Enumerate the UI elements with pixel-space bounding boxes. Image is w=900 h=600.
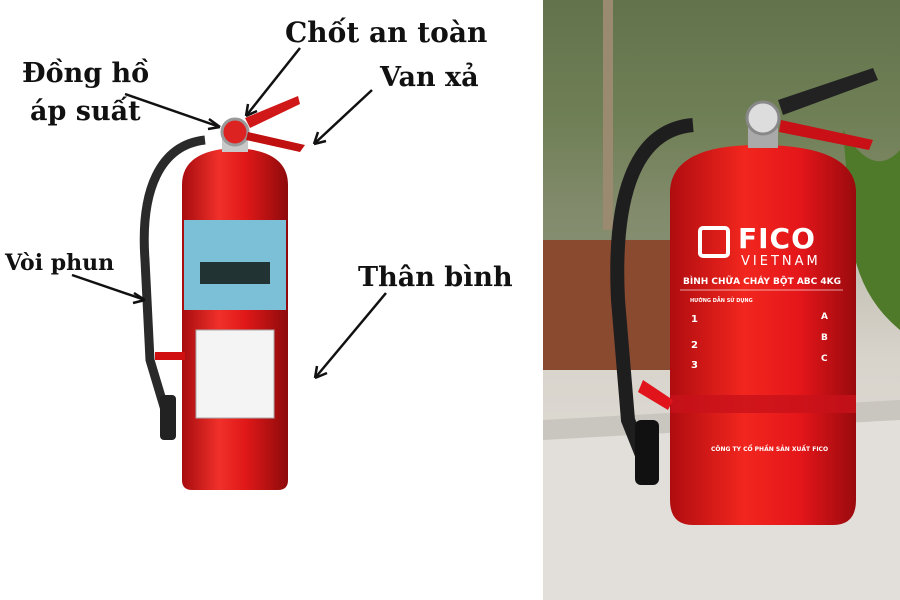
label-hose: Vòi phun xyxy=(5,250,115,276)
step-3: 3 xyxy=(691,360,698,371)
extinguisher-illustration xyxy=(71,47,387,490)
pressure-gauge xyxy=(745,100,781,136)
hose xyxy=(610,118,694,473)
labeled-extinguisher-diagram: Chốt an toàn Đồng hồ áp suất Van xả Vòi … xyxy=(5,16,513,490)
white-label xyxy=(195,329,275,419)
fire-class-b: B xyxy=(821,333,828,343)
usage-title: HƯỚNG DẪN SỬ DỤNG xyxy=(690,298,753,304)
handle xyxy=(245,96,300,128)
company-name: CÔNG TY CỔ PHẦN SẢN XUẤT FICO xyxy=(711,446,829,453)
brand-name: FICO xyxy=(738,222,816,255)
discharge-lever xyxy=(246,132,305,152)
step-1: 1 xyxy=(691,314,698,325)
cylinder-body xyxy=(182,148,288,490)
label-pressure-gauge-1: Đồng hồ xyxy=(22,58,150,89)
annotation-arrows xyxy=(71,47,387,380)
product-name: BÌNH CHỮA CHÁY BỘT ABC 4KG xyxy=(683,277,842,287)
pressure-gauge xyxy=(220,117,250,147)
discharge-lever xyxy=(779,120,873,150)
label-pressure-gauge-2: áp suất xyxy=(30,96,141,127)
cylinder-body xyxy=(670,145,856,525)
label-safety-pin: Chốt an toàn xyxy=(285,16,488,49)
photo-scene xyxy=(543,0,900,600)
nozzle xyxy=(160,395,176,440)
hose-bracket xyxy=(155,352,185,360)
handle xyxy=(778,68,878,115)
fico-logo xyxy=(698,226,730,258)
step-2: 2 xyxy=(691,340,698,351)
label-body: Thân bình xyxy=(358,262,513,293)
fire-class-c: C xyxy=(821,354,828,364)
hose xyxy=(139,135,206,422)
hose-strap xyxy=(638,380,673,410)
product-photo: FICO VIETNAM BÌNH CHỮA CHÁY BỘT ABC 4KG … xyxy=(543,0,900,600)
fire-class-a: A xyxy=(821,312,828,322)
brand-sub: VIETNAM xyxy=(741,254,821,269)
nozzle xyxy=(635,420,659,485)
label-discharge-valve: Van xả xyxy=(380,62,479,93)
